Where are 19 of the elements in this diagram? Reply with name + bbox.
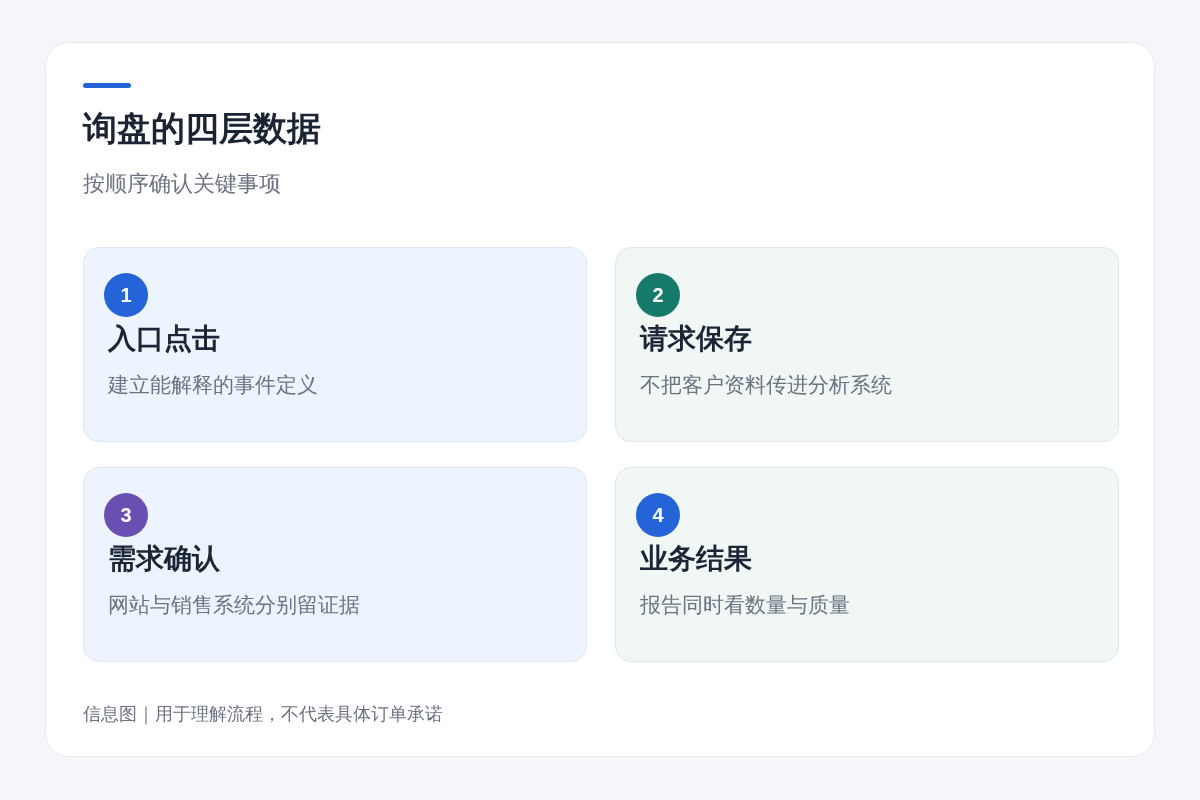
step-number-badge: 3: [104, 493, 148, 537]
step-number-badge: 4: [636, 493, 680, 537]
footer-note: 信息图｜用于理解流程，不代表具体订单承诺: [83, 703, 443, 726]
step-heading: 入口点击: [108, 322, 220, 356]
step-card: [83, 467, 587, 662]
step-number-badge: 1: [104, 273, 148, 317]
step-description: 不把客户资料传进分析系统: [640, 372, 892, 398]
step-heading: 需求确认: [108, 542, 220, 576]
step-card: [615, 467, 1119, 662]
step-heading: 业务结果: [640, 542, 752, 576]
step-number-badge: 2: [636, 273, 680, 317]
subtitle: 按顺序确认关键事项: [83, 170, 281, 198]
diagram-title: 询盘的四层数据: [83, 108, 321, 149]
step-card: [615, 247, 1119, 442]
step-description: 报告同时看数量与质量: [640, 592, 850, 618]
step-card: [83, 247, 587, 442]
step-description: 网站与销售系统分别留证据: [108, 592, 360, 618]
step-heading: 请求保存: [640, 322, 752, 356]
step-description: 建立能解释的事件定义: [108, 372, 318, 398]
